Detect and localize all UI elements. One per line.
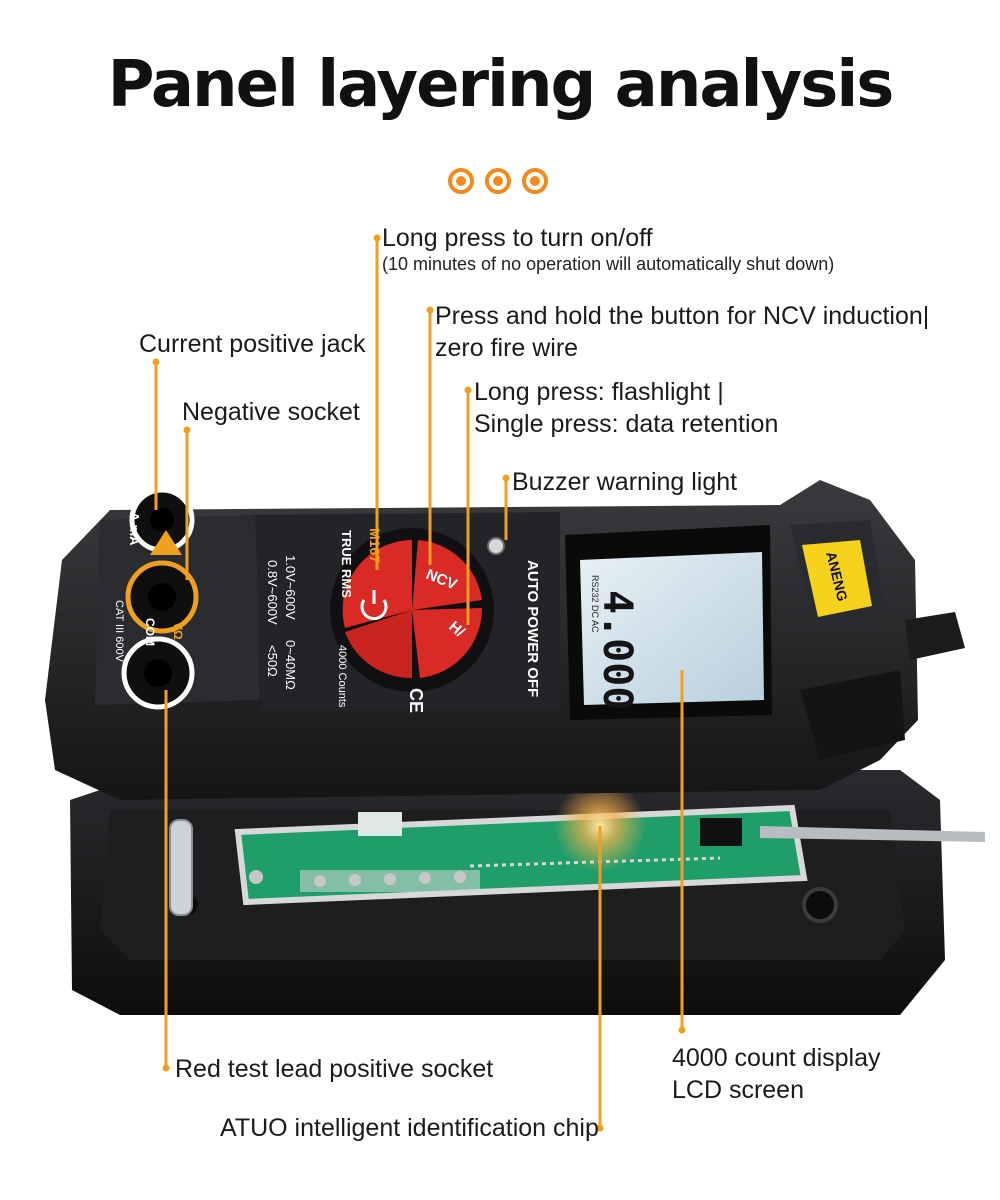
decorative-dots <box>448 168 552 194</box>
spec-cont-text: <50Ω <box>265 645 280 677</box>
buzzer-light-icon <box>487 537 505 555</box>
leader-lines <box>154 238 684 1128</box>
spec-ohm-text: 0~40MΩ <box>283 640 298 690</box>
callout-lcd-line1: 4000 count display <box>672 1044 881 1072</box>
callout-buzzer: Buzzer warning light <box>512 468 738 496</box>
callout-negative-socket: Negative socket <box>182 398 360 426</box>
callout-power: Long press to turn on/off <box>382 224 653 252</box>
counts-text: 4000 Counts <box>336 645 348 708</box>
callout-flash-line2: Single press: data retention <box>474 410 779 438</box>
input-jacks <box>121 487 199 710</box>
callout-lcd-line2: LCD screen <box>672 1076 804 1104</box>
lcd-top-indicators: RS232 DC AC <box>590 575 600 633</box>
callout-power-note: (10 minutes of no operation will automat… <box>382 254 835 274</box>
jack-com-label: COM <box>143 618 157 646</box>
warning-triangle-icon <box>150 530 182 555</box>
callout-flash-line1: Long press: flashlight | <box>474 378 724 406</box>
lcd-reading: 4.000 <box>594 590 640 710</box>
callout-red-lead: Red test lead positive socket <box>175 1055 494 1083</box>
dot-icon <box>485 168 511 194</box>
lcd-display <box>565 525 772 720</box>
leader-endpoints <box>152 234 686 1132</box>
jack-v-label: VΩ <box>171 622 185 640</box>
auto-power-off-text: AUTO POWER OFF <box>524 560 541 697</box>
brand-badge <box>790 520 885 630</box>
spec-v1-text: 1.0V~600V <box>283 555 298 620</box>
power-icon <box>360 590 388 621</box>
spec-v2-text: 0.8V~600V <box>265 560 280 625</box>
callout-ncv-line1: Press and hold the button for NCV induct… <box>435 302 930 330</box>
button-cluster <box>330 528 494 692</box>
true-rms-text: TRUE RMS <box>339 530 354 598</box>
page-title: Panel layering analysis <box>107 48 895 122</box>
callout-current-jack: Current positive jack <box>139 330 366 358</box>
ce-mark: CE <box>406 688 426 713</box>
cat-rating-text: CAT III 600V <box>113 600 125 663</box>
model-text: M167 <box>367 528 383 563</box>
callout-chip: ATUO intelligent identification chip <box>220 1114 599 1142</box>
dot-icon <box>522 168 548 194</box>
callout-ncv-line2: zero fire wire <box>435 334 579 362</box>
jack-a-label: A mA <box>127 512 142 546</box>
dot-icon <box>448 168 474 194</box>
